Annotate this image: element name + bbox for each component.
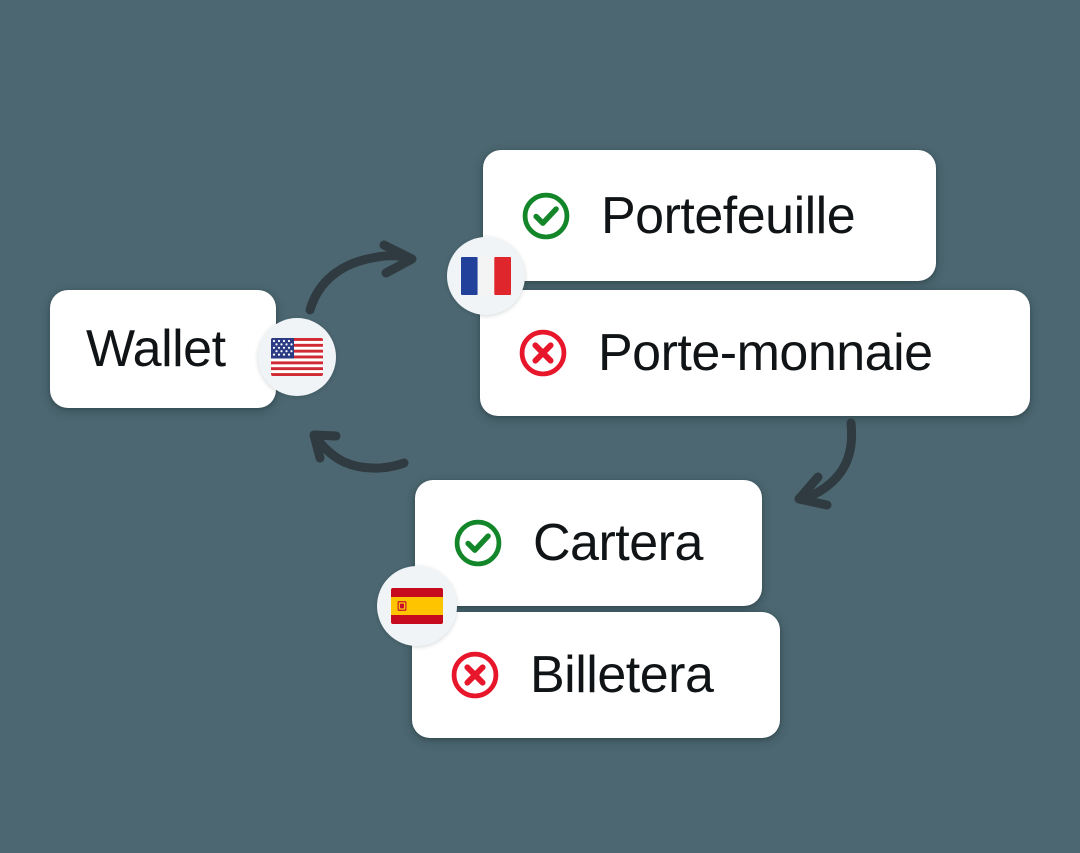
arrow-spanish-to-english [309,430,409,473]
translation-option-card[interactable]: Porte-monnaie [480,290,1030,416]
arrow-french-to-spanish [794,418,857,510]
flag-spain-icon [377,566,457,646]
x-circle-icon [519,329,567,377]
check-circle-icon [454,519,502,567]
translation-option-card[interactable]: Portefeuille [483,150,936,281]
translation-term-label: Porte-monnaie [598,324,933,382]
translation-term-label: Cartera [533,514,703,572]
translation-option-card[interactable]: Billetera [412,612,780,738]
source-term-card[interactable]: Wallet [50,290,276,408]
translation-term-label: Billetera [530,646,714,704]
x-circle-icon [451,651,499,699]
translation-term-label: Portefeuille [601,186,856,245]
flag-france-icon [447,237,525,315]
translation-option-card[interactable]: Cartera [415,480,762,606]
check-circle-icon [522,192,570,239]
flag-united-states-icon [258,318,336,396]
arrow-english-to-french [305,240,417,315]
source-term-label: Wallet [86,320,226,378]
